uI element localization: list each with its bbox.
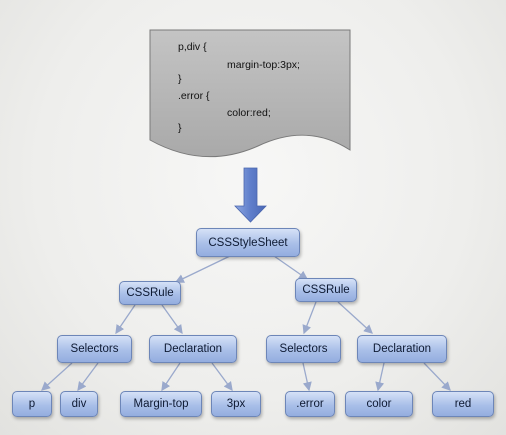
node-selector-div: div [60,391,98,417]
node-declaration-2: Declaration [357,335,447,363]
connector [375,362,385,392]
css-source-code: p,div { margin-top:3px; } .error { color… [178,41,300,134]
connector [161,362,181,392]
connector [77,362,99,392]
parse-arrow-icon [234,167,267,223]
connector [115,304,136,335]
node-css-rule-2: CSSRule [295,278,357,302]
code-line: margin-top:3px; [227,59,300,71]
node-selector-error: .error [285,391,335,417]
connector [302,362,312,392]
connector [41,362,73,391]
node-property-color: color [345,391,413,417]
node-value-3px: 3px [211,391,261,417]
connector [337,301,373,334]
code-line: p,div { [178,41,207,53]
node-selectors-1: Selectors [57,335,132,363]
connector [423,362,451,391]
node-declaration-1: Declaration [149,335,237,363]
node-css-stylesheet: CSSStyleSheet [196,228,300,257]
node-css-rule-1: CSSRule [119,281,181,305]
code-line: .error { [178,90,210,102]
source-document-shape [149,29,351,158]
code-line: } [178,122,182,134]
node-selectors-2: Selectors [266,335,341,363]
tree-connectors [41,255,451,392]
code-line: color:red; [227,107,271,119]
connector [161,304,183,335]
node-property-margin-top: Margin-top [120,391,202,417]
connector [273,255,309,280]
connector [174,255,231,283]
connector [302,301,317,335]
connector [211,362,233,392]
node-value-red: red [432,391,494,417]
code-line: } [178,73,182,85]
node-selector-p: p [12,391,52,417]
